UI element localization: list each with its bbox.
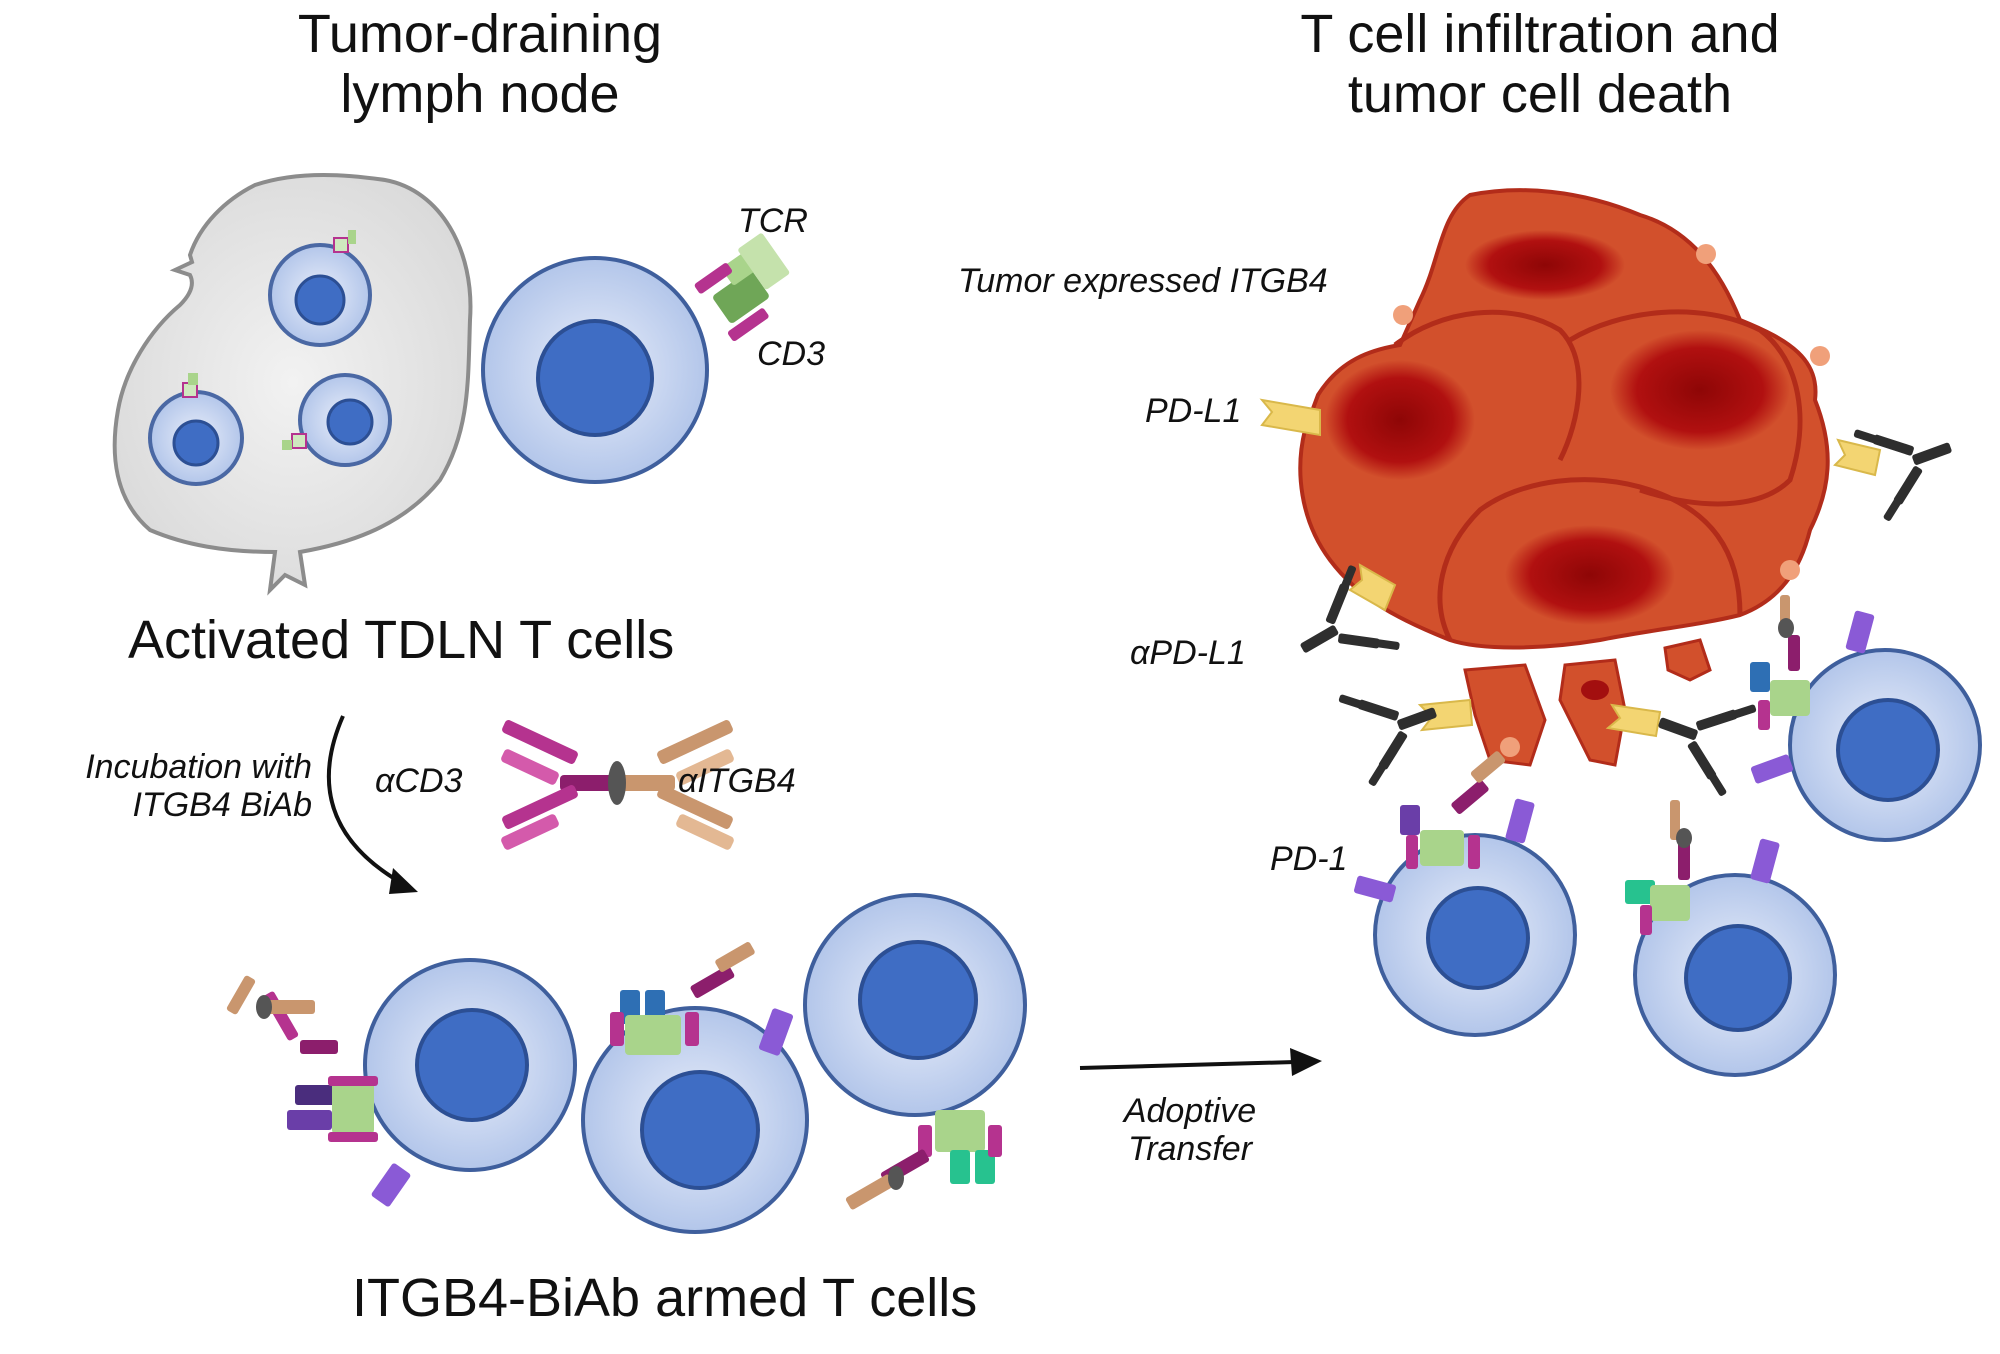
tumor-panel-title: T cell infiltration and tumor cell death [1220, 4, 1860, 125]
acd3-label: αCD3 [375, 762, 463, 800]
adoptive-line2: Transfer [1127, 1130, 1253, 1169]
apdl1-label: αPD-L1 [1130, 634, 1246, 672]
ln-tcell-2 [148, 373, 244, 486]
incubation-arrow [326, 715, 406, 887]
tumor-tcell-2 [1354, 751, 1577, 1037]
itgb4-biab [501, 720, 734, 850]
incubation-line1: Incubation with [85, 748, 312, 786]
incubation-label: Incubation with ITGB4 BiAb [0, 748, 312, 824]
tumor-itgb4-label: Tumor expressed ITGB4 [958, 262, 1328, 300]
cd3-label: CD3 [757, 335, 826, 373]
incubation-arrowhead [389, 868, 418, 894]
tumor-fragments [1463, 638, 1712, 767]
itgb4-dot [1780, 560, 1800, 580]
armed-tcell-1 [226, 958, 577, 1207]
pdl1-receptors [1259, 398, 1882, 738]
itgb4-dot [1696, 244, 1716, 264]
tcr-label: TCR [738, 202, 808, 240]
pd1-label: PD-1 [1270, 840, 1348, 878]
large-tcell [481, 256, 709, 484]
itgb4-dot [1500, 737, 1520, 757]
adoptive-arrowhead [1290, 1048, 1322, 1076]
lymph-node-title-line2: lymph node [340, 64, 620, 125]
armed-tcells-caption: ITGB4-BiAb armed T cells [352, 1268, 978, 1328]
armed-tcell-2 [581, 942, 809, 1234]
lymph-node [112, 173, 473, 596]
itgb4-dot [1393, 305, 1413, 325]
tumor-tcell-1 [1750, 595, 1982, 842]
tumor-mass [1298, 188, 1830, 650]
adoptive-line1: Adoptive [1123, 1092, 1257, 1130]
lymph-node-title: Tumor-draining lymph node [240, 4, 720, 125]
ln-tcell-1 [268, 230, 372, 347]
incubation-line2: ITGB4 BiAb [132, 786, 312, 825]
lymph-node-title-line1: Tumor-draining [297, 4, 663, 64]
tumor-title-line1: T cell infiltration and [1300, 4, 1780, 64]
ln-tcell-3 [282, 373, 392, 467]
activated-tdln-caption: Activated TDLN T cells [128, 610, 675, 670]
pdl1-label: PD-L1 [1145, 392, 1242, 430]
apdl1-antibody [1642, 675, 1760, 799]
tumor-title-line2: tumor cell death [1347, 64, 1733, 125]
itgb4-dot [1810, 346, 1830, 366]
adoptive-arrow [1079, 1060, 1296, 1070]
tumor-tcell-3 [1625, 800, 1837, 1077]
adoptive-transfer-label: Adoptive Transfer [1085, 1092, 1295, 1168]
armed-tcell-3 [803, 893, 1027, 1210]
tcr-cd3-complex [694, 233, 790, 342]
aitgb4-label: αITGB4 [678, 762, 796, 800]
